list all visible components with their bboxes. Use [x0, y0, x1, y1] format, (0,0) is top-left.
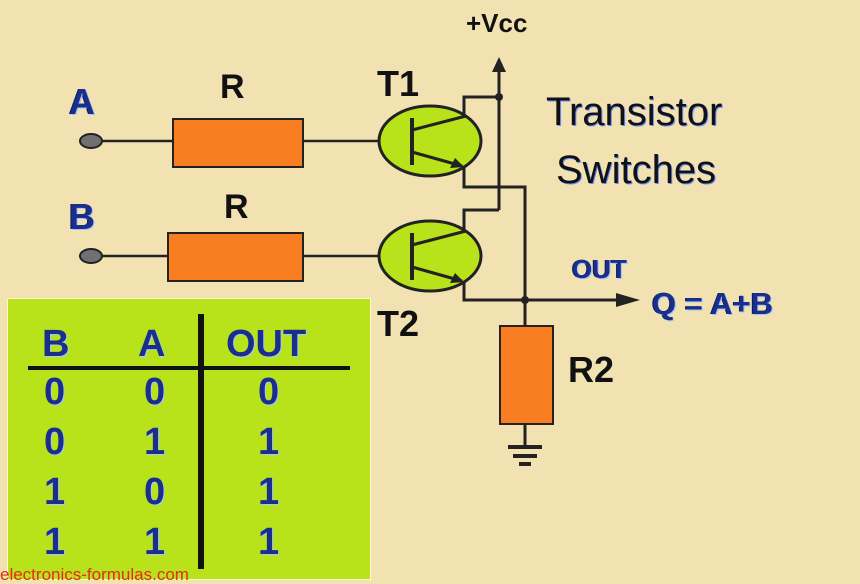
output-equation: Q = A+B	[652, 286, 774, 321]
junction-out	[521, 296, 529, 304]
resistor-b	[167, 232, 304, 282]
transistor-t2	[377, 219, 483, 293]
input-a-terminal	[79, 133, 103, 149]
transistor-t1-label: T1	[377, 63, 420, 104]
ground-icon	[508, 445, 542, 466]
title-line-1: Transistor	[546, 90, 723, 134]
header-a: A	[138, 323, 166, 365]
cell-out: 1	[258, 471, 280, 513]
resistor-r2-label: R2	[568, 349, 615, 390]
input-a-label: A	[69, 81, 95, 122]
cell-a: 1	[144, 421, 166, 463]
input-b-label: B	[69, 196, 95, 237]
header-b: B	[42, 323, 70, 365]
transistor-t1	[377, 104, 483, 178]
cell-b: 0	[44, 421, 66, 463]
vcc-arrow-icon	[492, 57, 506, 72]
resistor-a-label: R	[220, 68, 245, 106]
transistor-t2-label: T2	[377, 303, 420, 344]
truth-table: B A OUT 0 0 0 0 1 1 1 0 1 1 1 1	[7, 298, 371, 580]
junction-vcc	[495, 93, 503, 101]
output-label: OUT	[572, 254, 627, 284]
watermark: electronics-formulas.com	[0, 565, 189, 584]
cell-b: 0	[44, 371, 66, 413]
table-divider-vertical	[198, 314, 204, 569]
cell-out: 0	[258, 371, 280, 413]
input-b-terminal	[79, 248, 103, 264]
cell-b: 1	[44, 471, 66, 513]
cell-a: 1	[144, 521, 166, 563]
cell-out: 1	[258, 421, 280, 463]
cell-a: 0	[144, 471, 166, 513]
cell-out: 1	[258, 521, 280, 563]
table-divider-horizontal	[28, 366, 350, 370]
resistor-a	[172, 118, 304, 168]
resistor-b-label: R	[224, 188, 249, 226]
cell-a: 0	[144, 371, 166, 413]
title-line-2: Switches	[556, 148, 717, 192]
vcc-label: +Vcc	[466, 8, 528, 38]
output-arrow-icon	[616, 293, 640, 307]
resistor-r2	[499, 325, 554, 425]
header-out: OUT	[226, 323, 307, 365]
output-rail	[462, 167, 625, 326]
cell-b: 1	[44, 521, 66, 563]
